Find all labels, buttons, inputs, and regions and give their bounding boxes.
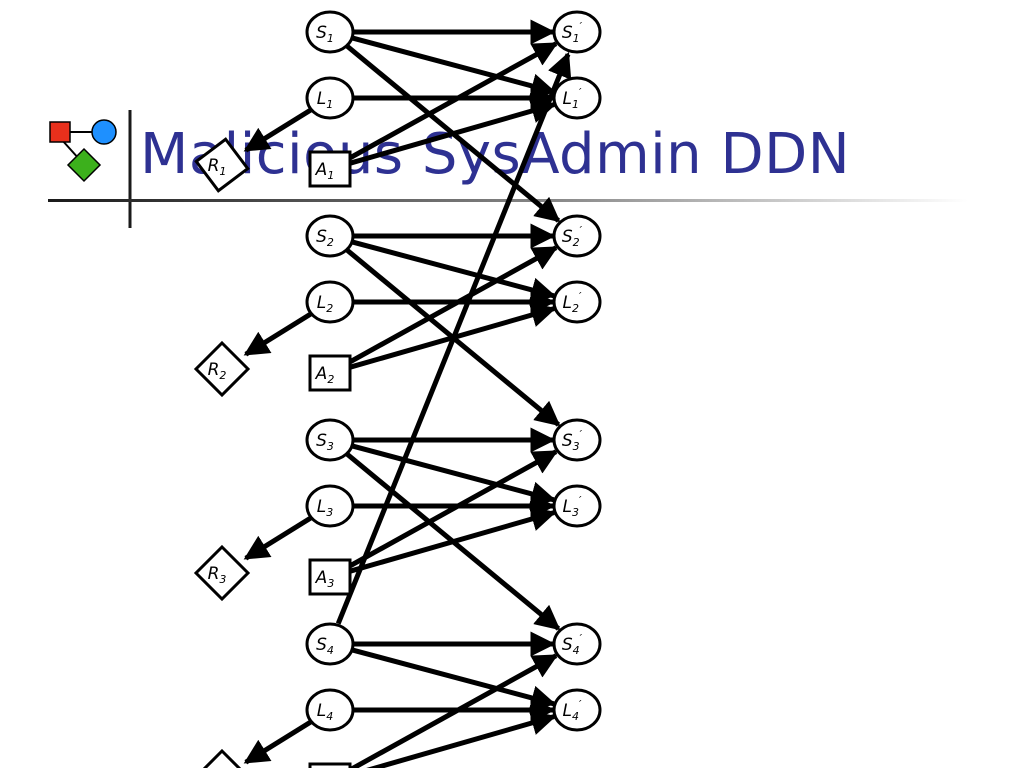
node-shape-square bbox=[308, 558, 352, 596]
node-shape-square bbox=[308, 354, 352, 392]
edge-A4-to-S4p bbox=[348, 653, 559, 768]
node-shape-square bbox=[308, 762, 352, 768]
node-l1p: L1′ bbox=[552, 76, 602, 120]
node-s1p: S1′ bbox=[552, 10, 602, 54]
node-label: R1 bbox=[208, 156, 227, 178]
edge-L3-to-R3 bbox=[243, 515, 313, 561]
node-label: R2 bbox=[208, 360, 227, 382]
node-label: S4′ bbox=[562, 632, 583, 657]
node-shape-circle bbox=[305, 688, 355, 732]
node-shape-circle bbox=[305, 76, 355, 120]
node-label: S4 bbox=[316, 635, 334, 657]
node-r2: R2 bbox=[193, 340, 251, 398]
node-s3p: S3′ bbox=[552, 418, 602, 462]
edge-L4-to-R4 bbox=[243, 719, 313, 765]
node-a3: A3 bbox=[308, 558, 352, 596]
node-s3: S3 bbox=[305, 418, 355, 462]
node-shape-circle bbox=[552, 484, 602, 528]
node-l4: L4 bbox=[305, 688, 355, 732]
node-label: A1 bbox=[315, 160, 335, 182]
edge-S4-to-S1p bbox=[335, 51, 572, 625]
node-label: A2 bbox=[315, 364, 335, 386]
node-a2: A2 bbox=[308, 354, 352, 392]
edge-A2-to-S2p bbox=[347, 245, 559, 366]
node-r4 bbox=[202, 748, 242, 768]
node-label: L2′ bbox=[563, 290, 582, 315]
node-label: S1 bbox=[316, 23, 334, 45]
node-label: L3′ bbox=[563, 494, 582, 519]
node-s2p: S2′ bbox=[552, 214, 602, 258]
node-label: L1′ bbox=[563, 86, 582, 111]
node-a1: A1 bbox=[308, 150, 352, 188]
edge-S3-to-L3p bbox=[350, 443, 557, 507]
edge-A3-to-S3p bbox=[347, 449, 559, 570]
edge-A3-to-L3p bbox=[349, 506, 557, 574]
node-shape-circle bbox=[552, 280, 602, 324]
edge-A4-to-L4p bbox=[366, 710, 557, 768]
node-label: L4′ bbox=[563, 698, 582, 723]
node-r3: R3 bbox=[193, 544, 251, 602]
node-l3: L3 bbox=[305, 484, 355, 528]
node-s4p: S4′ bbox=[552, 622, 602, 666]
node-shape-diamond bbox=[202, 748, 242, 768]
node-l2: L2 bbox=[305, 280, 355, 324]
node-label: S2 bbox=[316, 227, 334, 249]
node-shape-square bbox=[308, 150, 352, 188]
node-label: S2′ bbox=[562, 224, 583, 249]
edge-S2-to-L2p bbox=[350, 239, 557, 303]
node-shape-circle bbox=[552, 76, 602, 120]
node-shape-circle bbox=[552, 622, 602, 666]
node-a4 bbox=[308, 762, 352, 768]
edges-layer bbox=[243, 19, 572, 768]
node-label: L1 bbox=[317, 89, 333, 111]
node-l1: L1 bbox=[305, 76, 355, 120]
node-s1: S1 bbox=[305, 10, 355, 54]
edge-A1-to-L1p bbox=[349, 98, 557, 166]
node-shape-circle bbox=[305, 484, 355, 528]
node-shape-circle bbox=[552, 10, 602, 54]
node-r1: R1 bbox=[194, 137, 250, 193]
edge-S4-to-L4p bbox=[350, 647, 557, 711]
node-label: S1′ bbox=[562, 20, 583, 45]
node-label: S3′ bbox=[562, 428, 583, 453]
node-shape-circle bbox=[305, 214, 355, 258]
node-label: L2 bbox=[317, 293, 333, 315]
node-shape-diamond bbox=[194, 137, 250, 193]
edge-L1-to-R1 bbox=[243, 107, 313, 153]
node-label: R3 bbox=[208, 564, 227, 586]
edge-S1-to-L1p bbox=[350, 35, 557, 99]
node-shape-circle bbox=[552, 418, 602, 462]
node-l4p: L4′ bbox=[552, 688, 602, 732]
node-label: S3 bbox=[316, 431, 334, 453]
node-l2p: L2′ bbox=[552, 280, 602, 324]
node-l3p: L3′ bbox=[552, 484, 602, 528]
edge-A1-to-S1p bbox=[347, 41, 559, 162]
node-shape-circle bbox=[305, 622, 355, 666]
node-shape-circle bbox=[305, 418, 355, 462]
node-shape-circle bbox=[552, 214, 602, 258]
node-shape-diamond bbox=[193, 340, 251, 398]
node-s2: S2 bbox=[305, 214, 355, 258]
node-s4: S4 bbox=[305, 622, 355, 666]
node-label: L3 bbox=[317, 497, 333, 519]
node-label: L4 bbox=[317, 701, 333, 723]
node-label: A3 bbox=[315, 568, 335, 590]
node-shape-circle bbox=[552, 688, 602, 732]
node-shape-circle bbox=[305, 10, 355, 54]
node-shape-circle bbox=[305, 280, 355, 324]
node-shape-diamond bbox=[193, 544, 251, 602]
edge-L2-to-R2 bbox=[243, 311, 313, 357]
